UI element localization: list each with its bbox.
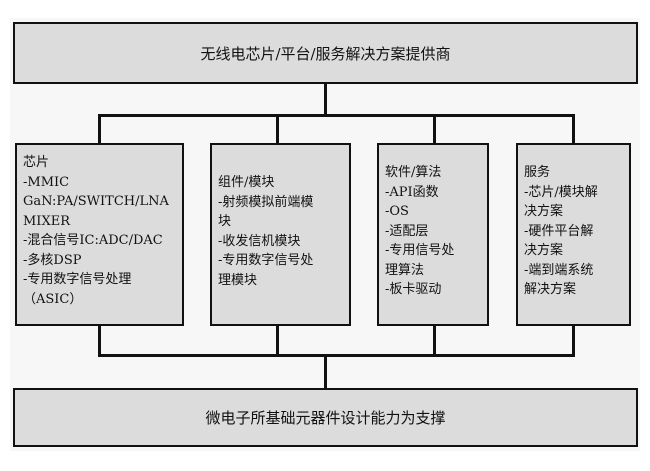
column-item: -专用数字信号处 [218,253,314,268]
column-title: 组件/模块 [218,175,275,190]
column-item: -硬件平台解 [524,223,594,239]
column-title: 芯片 [23,155,50,170]
connector-bottom-drop-1 [98,325,101,356]
column-item: 解决方案 [524,282,577,297]
column-item: -OS [385,204,409,219]
column-item: -端到端系统 [524,262,594,278]
connector-top-drop-1 [98,114,101,144]
column-item: 决方案 [524,243,564,258]
column-item: MIXER [23,213,70,229]
column-services: 服务 -芯片/模块解 决方案 -硬件平台解 决方案 -端到端系统 解决方案 [516,143,631,326]
column-title: 服务 [524,165,551,180]
column-item: -API函数 [385,184,439,200]
connector-top-drop-2 [276,114,279,144]
column-item: -专用信号处 [385,243,455,258]
column-item: 理模块 [218,272,258,288]
connector-bottom-drop-3 [433,325,436,356]
column-chips: 芯片 -MMIC GaN:PA/SWITCH/LNA MIXER -混合信号IC… [15,143,184,326]
column-item: -MMIC [23,174,70,190]
column-title: 软件/算法 [385,165,442,180]
connector-top-drop-4 [572,114,575,144]
connector-bottom-stem [324,354,327,389]
connector-top-drop-3 [433,114,436,144]
column-item: -芯片/模块解 [524,184,598,200]
column-item: -多核DSP [23,252,82,268]
column-item: 块 [218,214,232,229]
column-item: -混合信号IC:ADC/DAC [23,233,163,248]
column-item: -射频模拟前端模 [218,194,314,210]
column-item: 理算法 [385,262,425,278]
bottom-banner: 微电子所基础元器件设计能力为支撑 [13,388,638,447]
column-item: 决方案 [524,204,564,219]
top-banner: 无线电芯片/平台/服务解决方案提供商 [13,22,638,84]
column-modules: 组件/模块 -射频模拟前端模 块 -收发信机模块 -专用数字信号处 理模块 [210,143,351,326]
top-banner-text: 无线电芯片/平台/服务解决方案提供商 [200,44,451,63]
column-item: -专用数字信号处理 [23,272,132,287]
connector-top-stem [324,83,327,116]
connector-bottom-drop-4 [572,325,575,356]
column-item: GaN:PA/SWITCH/LNA [23,194,169,209]
bottom-banner-text: 微电子所基础元器件设计能力为支撑 [205,409,446,427]
connector-top-bus [98,114,575,117]
column-software: 软件/算法 -API函数 -OS -适配层 -专用信号处 理算法 -板卡驱动 [377,143,489,326]
connector-bottom-bus [98,354,575,357]
connector-bottom-drop-2 [276,325,279,356]
column-item: （ASIC） [23,291,83,307]
column-item: -适配层 [385,223,429,239]
column-item: -收发信机模块 [218,233,301,249]
column-item: -板卡驱动 [385,282,442,297]
